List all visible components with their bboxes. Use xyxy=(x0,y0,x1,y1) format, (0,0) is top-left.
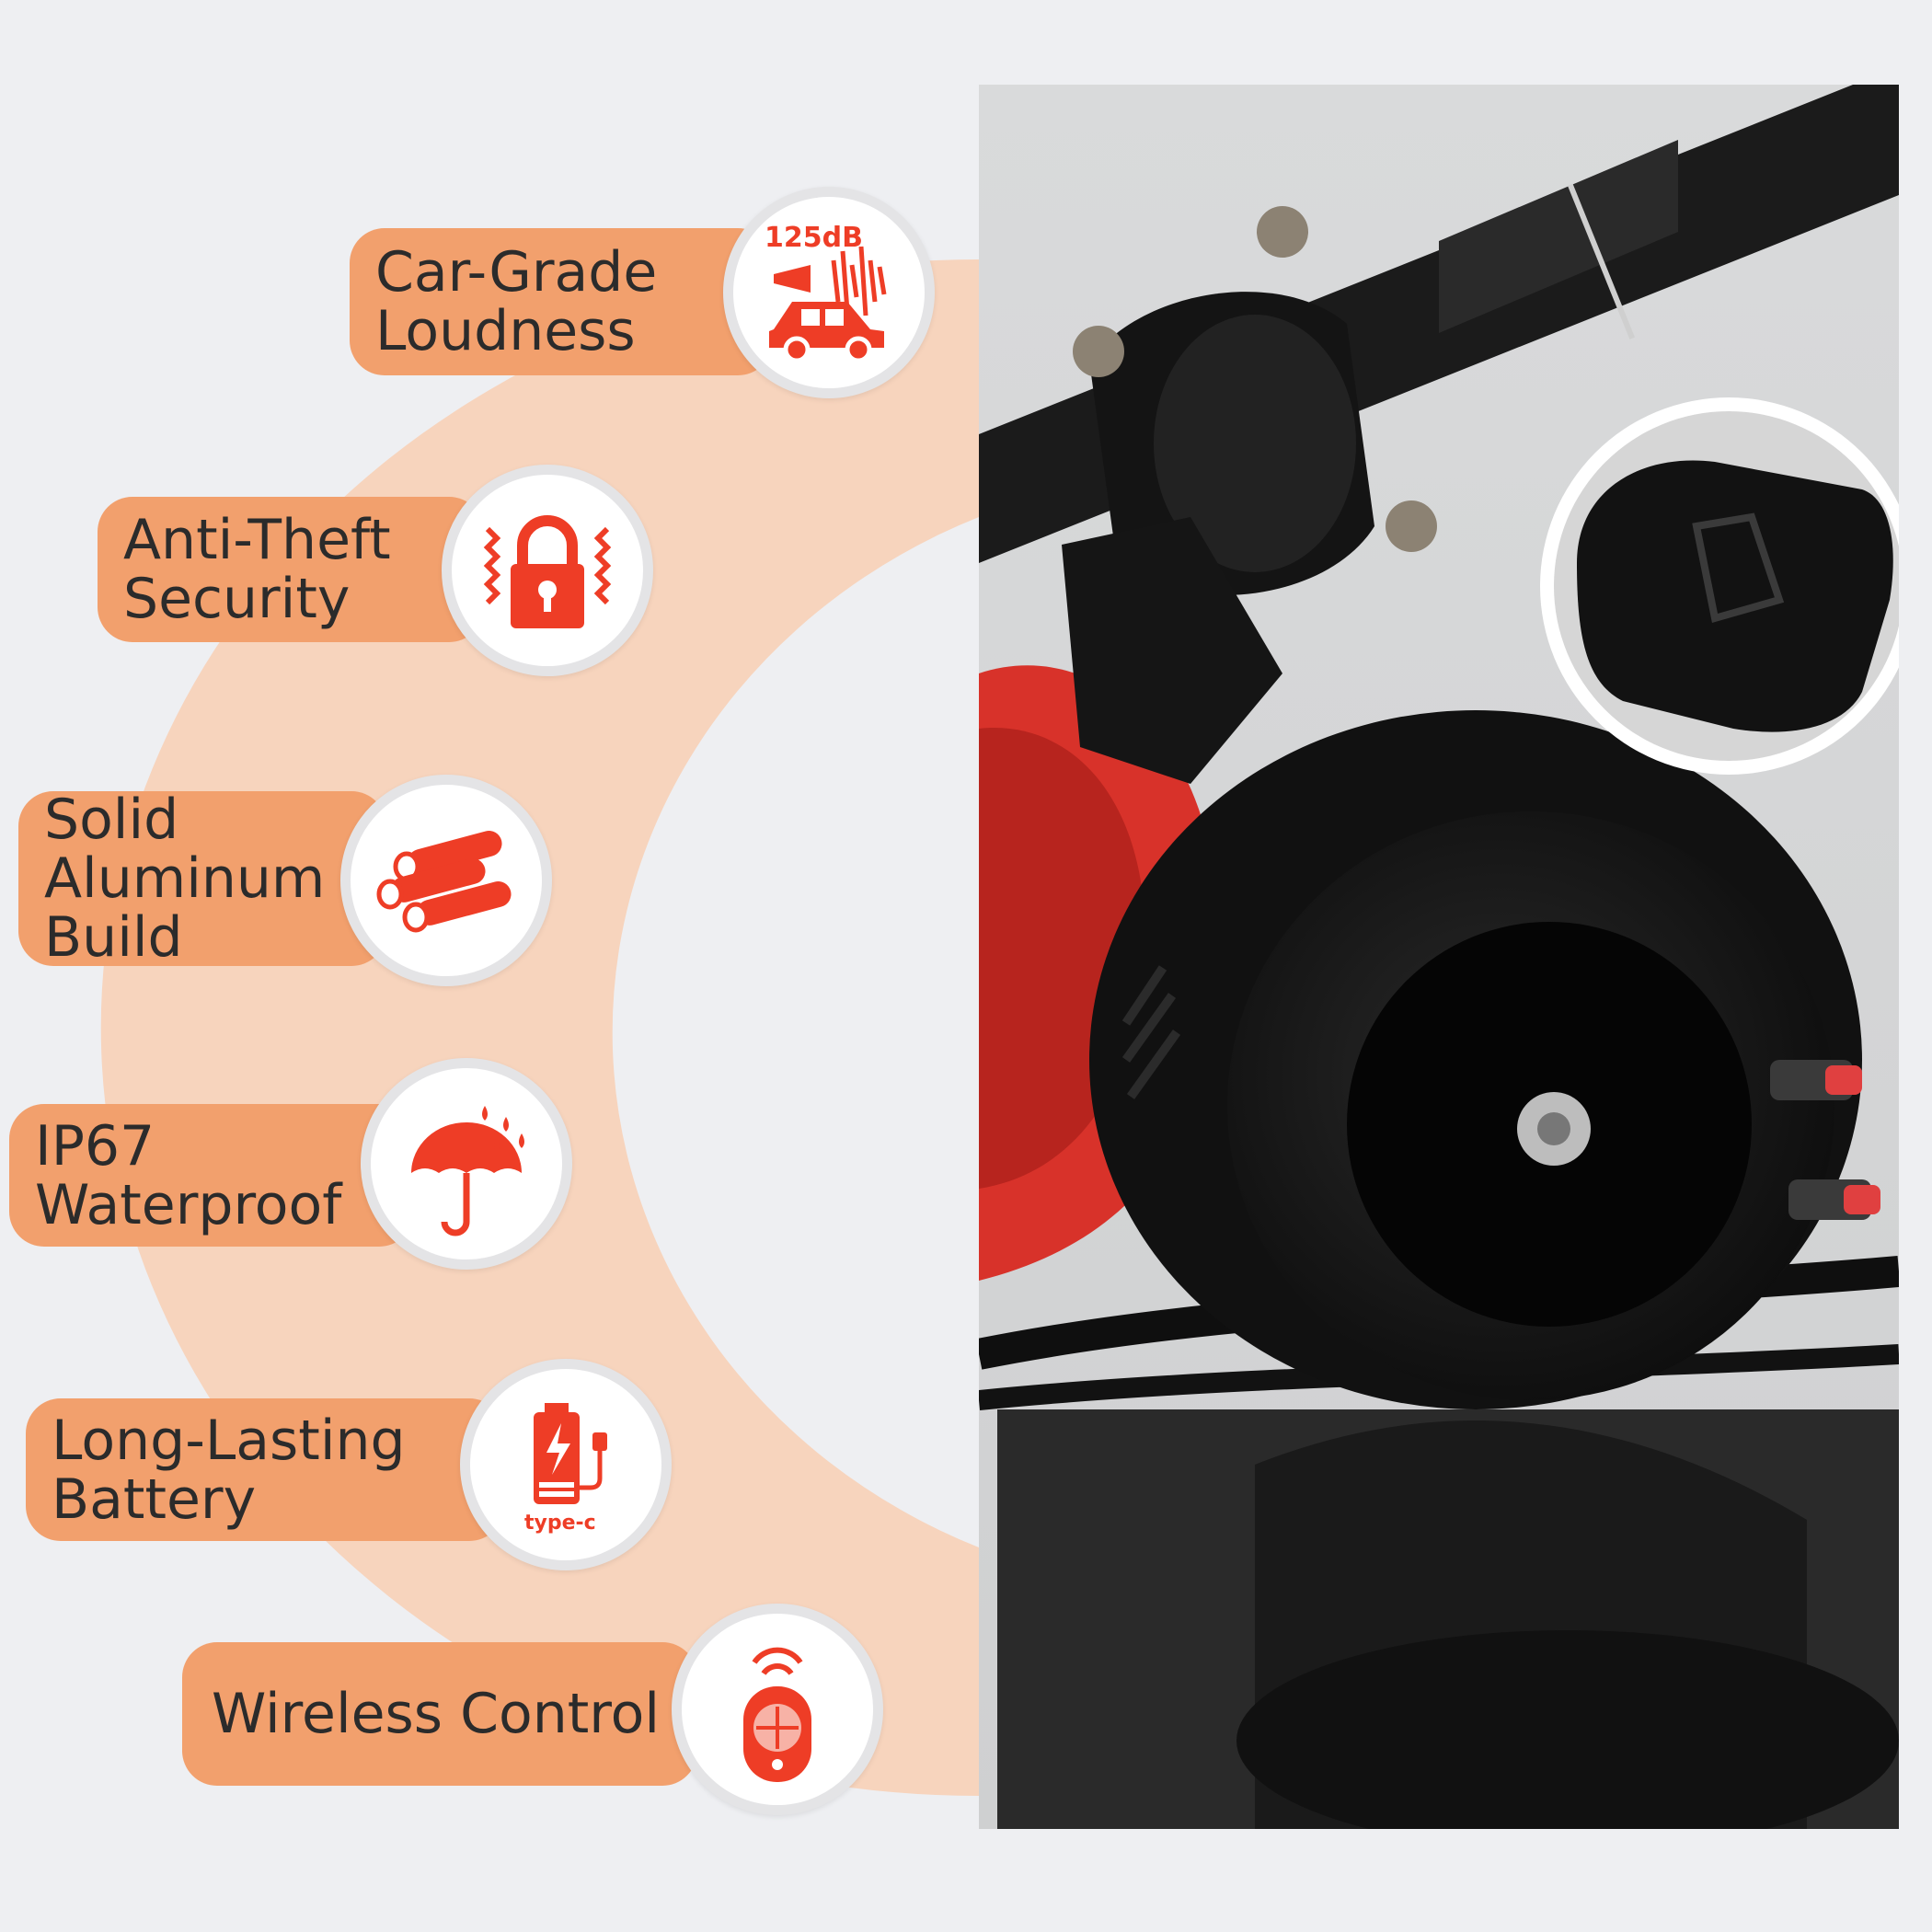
feature-badge-anti-theft xyxy=(442,465,653,676)
battery-charging-icon: type-c xyxy=(524,1403,607,1535)
feature-label-text: Car-Grade Loudness xyxy=(375,240,658,363)
feature-badge-wireless xyxy=(672,1604,883,1815)
feature-label-text: Anti-Theft Security xyxy=(123,508,391,631)
car-horn-icon: 125dB xyxy=(765,222,887,363)
umbrella-rain-icon xyxy=(411,1106,524,1236)
remote-control-icon xyxy=(743,1647,811,1782)
aluminum-bars-icon xyxy=(376,830,512,933)
feature-label-battery: Long-Lasting Battery xyxy=(26,1398,504,1541)
feature-label-loudness: Car-Grade Loudness xyxy=(350,228,773,375)
feature-label-anti-theft: Anti-Theft Security xyxy=(98,497,484,642)
feature-badge-waterproof xyxy=(361,1058,572,1270)
feature-badge-battery: type-c xyxy=(460,1359,672,1570)
vibrating-lock-icon xyxy=(483,515,612,628)
product-photo xyxy=(979,85,1899,1829)
feature-label-text: Wireless Control xyxy=(212,1682,661,1746)
feature-badge-aluminum xyxy=(340,775,552,986)
decibel-text: 125dB xyxy=(765,222,863,254)
feature-label-text: Long-Lasting Battery xyxy=(52,1408,406,1532)
type-c-text: type-c xyxy=(524,1512,596,1535)
feature-label-waterproof: IP67 Waterproof xyxy=(9,1104,414,1247)
bike-alarm-horn-photo xyxy=(979,85,1899,1829)
feature-badge-loudness: 125dB xyxy=(723,187,935,398)
feature-label-wireless: Wireless Control xyxy=(182,1642,697,1786)
feature-label-aluminum: Solid Aluminum Build xyxy=(18,788,386,970)
feature-label-text: Solid Aluminum Build xyxy=(44,788,326,970)
feature-label-text: IP67 Waterproof xyxy=(35,1113,342,1237)
